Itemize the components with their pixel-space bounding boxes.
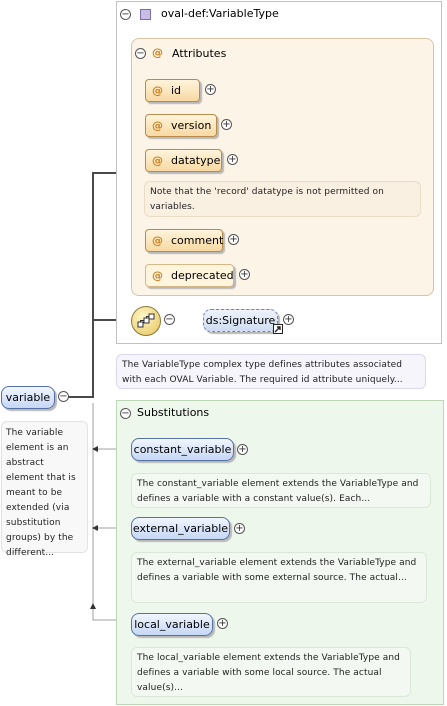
constant-variable-element[interactable]: constant_variable — [131, 438, 234, 461]
signature-element[interactable]: ds:Signature — [203, 309, 278, 332]
variable-element[interactable]: variable — [1, 386, 55, 409]
expand-deprecated-icon[interactable]: + — [239, 269, 250, 280]
attribute-icon: @ — [152, 119, 163, 132]
arrow-left-icon — [92, 446, 98, 452]
type-title: oval-def:VariableType — [161, 7, 279, 20]
attribute-label: id — [171, 84, 182, 97]
external-variable-note: The external_variable element extends th… — [131, 552, 427, 603]
expand-local-variable-icon[interactable]: + — [217, 618, 228, 629]
attribute-comment[interactable]: @ comment — [145, 229, 223, 252]
variable-note: The variable element is an abstract elem… — [1, 421, 88, 558]
collapse-variable-icon[interactable]: − — [58, 391, 69, 402]
attribute-label: comment — [171, 234, 224, 247]
expand-version-icon[interactable]: + — [221, 119, 232, 130]
attribute-icon: @ — [152, 234, 163, 247]
attribute-label: datatype — [171, 154, 221, 167]
attribute-icon: @ — [152, 84, 163, 97]
root-to-type-connector — [68, 172, 118, 398]
variable-type-note: The VariableType complex type defines at… — [116, 354, 426, 389]
expand-signature-icon[interactable]: + — [283, 314, 294, 325]
attribute-datatype[interactable]: @ datatype — [145, 149, 222, 172]
attribute-id[interactable]: @ id — [145, 79, 200, 102]
reference-arrow-icon — [273, 324, 283, 334]
attributes-at-icon: @ — [152, 46, 163, 59]
collapse-type-icon[interactable]: − — [120, 9, 131, 20]
attribute-label: version — [171, 119, 212, 132]
collapse-substitutions-icon[interactable]: − — [120, 408, 131, 419]
expand-comment-icon[interactable]: + — [228, 234, 239, 245]
attribute-deprecated[interactable]: @ deprecated — [145, 264, 234, 287]
datatype-note: Note that the 'record' datatype is not p… — [144, 181, 421, 217]
substitutions-title: Substitutions — [137, 406, 210, 419]
complex-type-icon — [140, 9, 151, 20]
arrow-up-icon — [90, 603, 96, 609]
attribute-version[interactable]: @ version — [145, 114, 217, 137]
attribute-icon: @ — [152, 154, 163, 167]
collapse-sequence-icon[interactable]: − — [164, 314, 175, 325]
attributes-title: Attributes — [172, 47, 227, 60]
attribute-label: deprecated — [171, 269, 234, 282]
expand-constant-variable-icon[interactable]: + — [237, 444, 248, 455]
expand-id-icon[interactable]: + — [205, 84, 216, 95]
attribute-icon: @ — [152, 269, 163, 282]
expand-external-variable-icon[interactable]: + — [234, 523, 245, 534]
local-variable-note: The local_variable element extends the V… — [131, 647, 411, 697]
expand-datatype-icon[interactable]: + — [227, 154, 238, 165]
arrow-left-icon — [92, 525, 98, 531]
constant-variable-note: The constant_variable element extends th… — [131, 473, 431, 508]
local-variable-element[interactable]: local_variable — [131, 613, 213, 636]
external-variable-element[interactable]: external_variable — [131, 517, 230, 540]
collapse-attributes-icon[interactable]: − — [135, 48, 146, 59]
sequence-icon — [137, 313, 155, 328]
